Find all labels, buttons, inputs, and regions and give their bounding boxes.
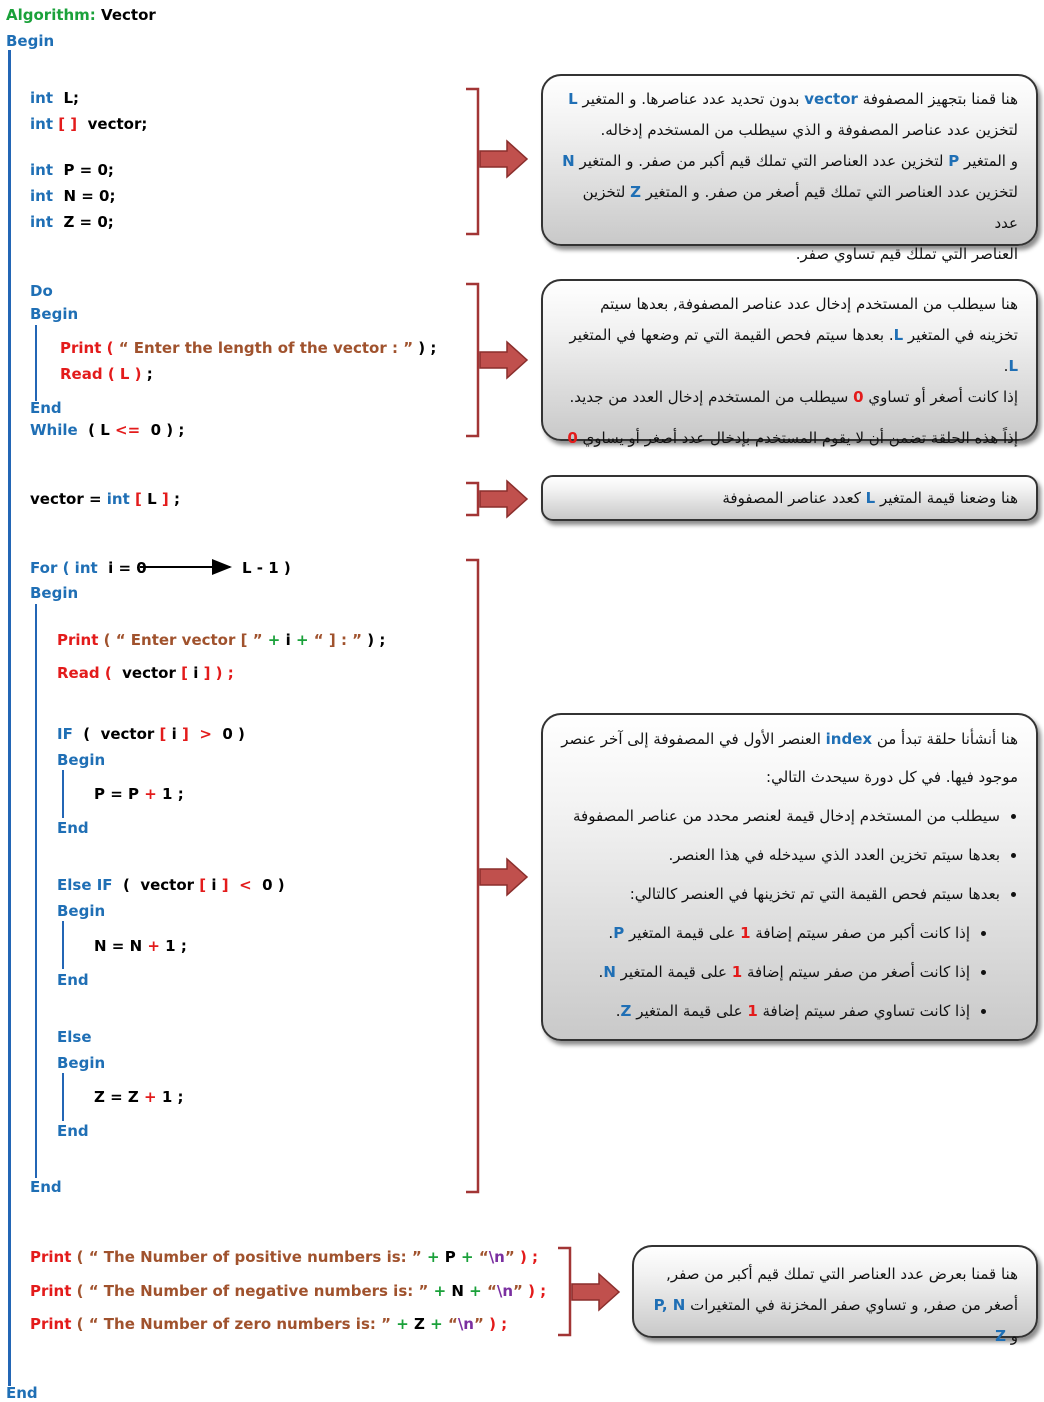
note-bullet: سيطلب من المستخدم إدخال قيمة لعنصر محدد … [561,797,1000,836]
decl-p: int P = 0; [30,161,114,179]
while-line: While ( L <= 0 ) ; [30,421,185,439]
note-bullet: بعدها سيتم فحص القيمة التي تم تخزينها في… [561,875,1000,914]
note-output: هنا قمنا بعرض عدد العناصر التي تملك قيم … [632,1245,1038,1345]
elseif-block-line [62,921,64,969]
note-bullet: بعدها سيتم تخزين العدد الذي سيدخله في هذ… [561,836,1000,875]
elseif-end: End [57,971,89,989]
note-do-while: هنا سيطلب من المستخدم إدخال عدد عناصر ال… [541,279,1038,447]
elseif-begin: Begin [57,902,106,920]
if-line: IF ( vector [ i ] > 0 ) [57,725,245,743]
else-keyword: Else [57,1028,92,1046]
algorithm-header: Algorithm: Vector [6,6,156,24]
note-sub-bullet: إذا كانت أصغر من صفر سيتم إضافة 1 على قي… [561,953,970,992]
elseif-line: Else IF ( vector [ i ] < 0 ) [57,876,285,894]
else-begin: Begin [57,1054,106,1072]
for-begin: Begin [30,584,79,602]
for-line: For ( int i = 0 [30,559,147,577]
do-keyword: Do [30,282,53,300]
print-zero-line: Print ( “ The Number of zero numbers is:… [30,1315,508,1333]
note-declarations: هنا قمنا بتجهيز المصفوفة vector بدون تحد… [541,74,1038,263]
decl-l: int L; [30,89,80,107]
if-block-line [62,770,64,818]
note-allocation: هنا وضعنا قيمة المتغير L كعدد عناصر المص… [541,475,1038,521]
note-bullet-list: سيطلب من المستخدم إدخال قيمة لعنصر محدد … [561,797,1018,914]
read-length-line: Read ( L ) ; [60,365,153,383]
for-end: End [30,1178,62,1196]
read-element-line: Read ( vector [ i ] ) ; [57,664,234,682]
z-increment-line: Z = Z + 1 ; [94,1088,184,1106]
n-increment-line: N = N + 1 ; [94,937,187,955]
begin-keyword: Begin [6,32,55,50]
for-upper: L - 1 ) [242,559,291,577]
decl-z: int Z = 0; [30,213,114,231]
main-block-line [8,50,11,1386]
note-sub-list: إذا كانت أكبر من صفر سيتم إضافة 1 على قي… [561,914,1018,1031]
note-sub-bullet: إذا كانت تساوي صفر سيتم إضافة 1 على قيمة… [561,992,970,1031]
else-block-line [62,1073,64,1121]
bracket-arrow-icon [479,139,621,1312]
decl-vector: int [ ] vector; [30,115,148,133]
note-for-loop: هنا أنشأنا حلقة تبدأ من index العنصر الأ… [541,713,1038,1041]
else-end: End [57,1122,89,1140]
algorithm-label: Algorithm: [6,6,96,24]
bracket-arrow-icon [466,87,572,1337]
note-sub-bullet: إذا كانت أكبر من صفر سيتم إضافة 1 على قي… [561,914,970,953]
do-block-line [35,325,37,401]
alloc-line: vector = int [ L ] ; [30,490,180,508]
print-length-line: Print ( “ Enter the length of the vector… [60,339,437,357]
do-end: End [30,399,62,417]
print-negative-line: Print ( “ The Number of negative numbers… [30,1282,547,1300]
p-increment-line: P = P + 1 ; [94,785,184,803]
if-end: End [57,819,89,837]
print-positive-line: Print ( “ The Number of positive numbers… [30,1248,539,1266]
algorithm-name: Vector [101,6,156,24]
for-block-line [35,604,37,1178]
do-begin: Begin [30,305,79,323]
end-keyword: End [6,1384,38,1402]
if-begin: Begin [57,751,106,769]
decl-n: int N = 0; [30,187,116,205]
print-element-line: Print ( “ Enter vector [ ” + i + “ ] : ”… [57,631,386,649]
